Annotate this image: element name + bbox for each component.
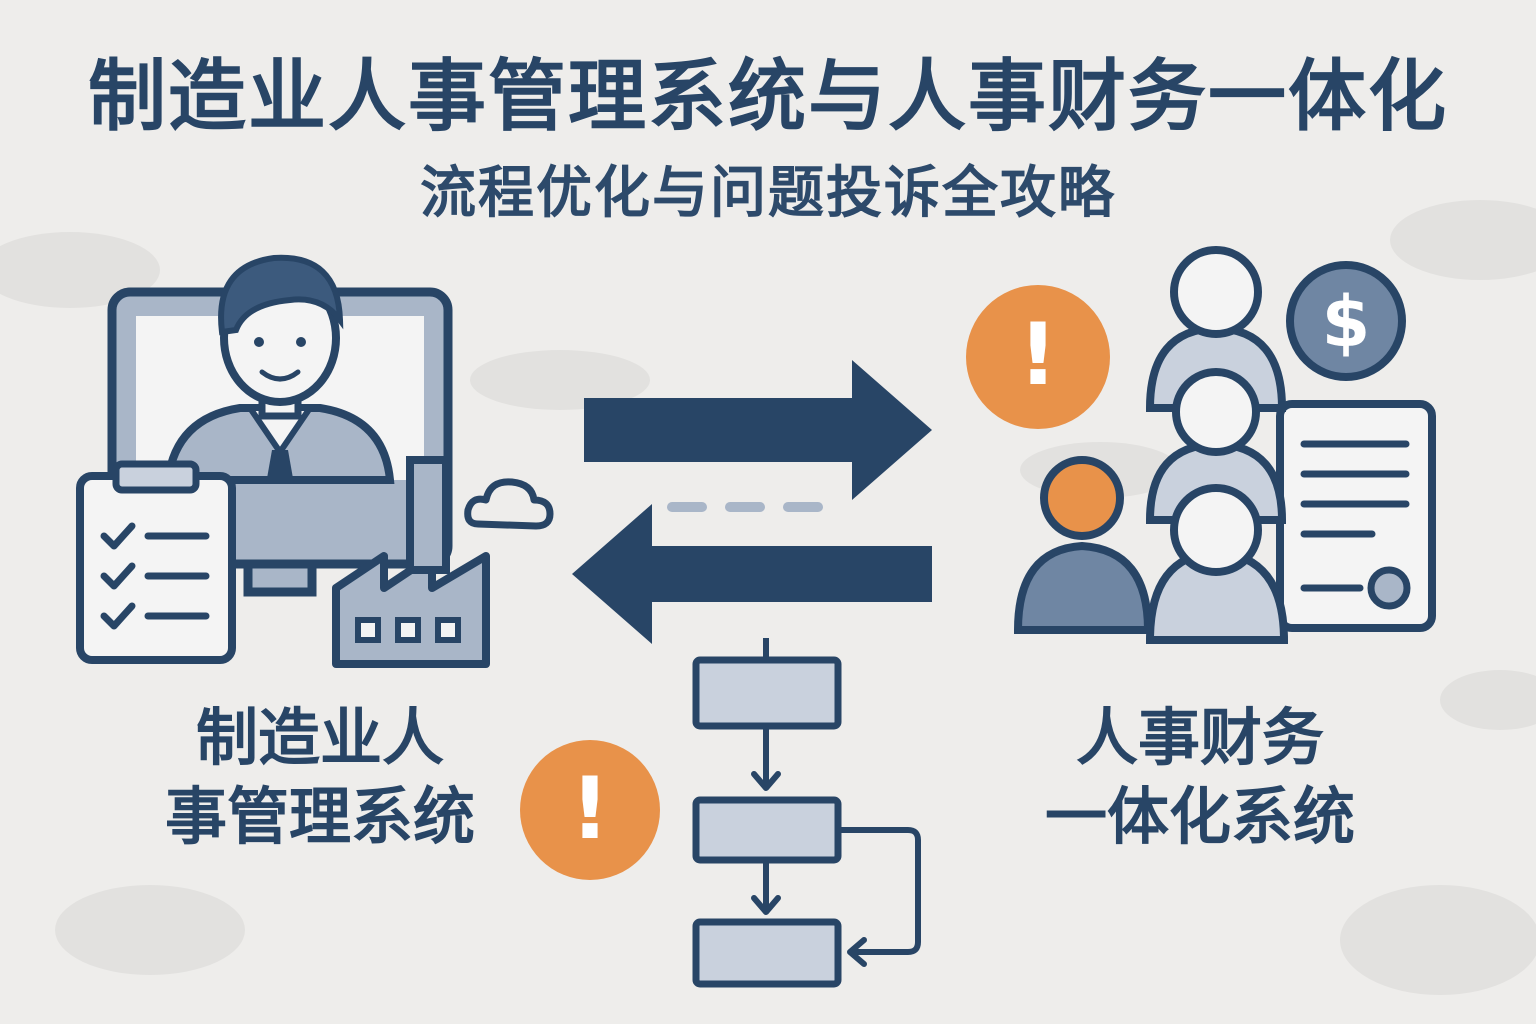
flow-loop-arrow [838, 827, 921, 955]
document-icon [1276, 400, 1436, 632]
staff-avatar-icon-4 [1145, 484, 1289, 644]
flow-step-3 [692, 918, 842, 988]
sync-arrows [572, 360, 932, 644]
arrow-left-icon [572, 504, 932, 644]
hr-finance-label-line2: 一体化系统 [1044, 780, 1355, 854]
cloud-icon [464, 478, 554, 530]
hr-system-label-line1: 制造业人 [195, 701, 444, 774]
factory-icon [332, 456, 490, 668]
staff-avatar-icon-3 [1013, 456, 1153, 634]
employee-avatar-icon [163, 254, 395, 484]
hr-system-illustration [76, 254, 554, 668]
hr-finance-illustration: $ [1013, 246, 1436, 644]
dollar-coin-icon: $ [1286, 261, 1406, 381]
svg-text:$: $ [1322, 281, 1371, 363]
hr-system-label: 制造业人 事管理系统 [120, 698, 520, 857]
flow-step-2 [692, 796, 842, 864]
arrow-right-icon [584, 360, 932, 500]
hr-system-label-line2: 事管理系统 [164, 780, 475, 854]
alert-icon-top: ! [966, 285, 1110, 429]
svg-text:!: ! [570, 759, 609, 859]
svg-text:!: ! [1018, 305, 1057, 405]
flow-step-1 [692, 656, 842, 730]
checklist-clipboard-icon [76, 460, 236, 664]
page-title: 制造业人事管理系统与人事财务一体化 [87, 52, 1448, 142]
hr-finance-label-line1: 人事财务 [1075, 701, 1324, 774]
hr-finance-label: 人事财务 一体化系统 [1000, 698, 1400, 857]
page-subtitle: 流程优化与问题投诉全攻略 [420, 161, 1116, 226]
process-flowchart [692, 638, 921, 988]
alert-icon-bottom: ! [520, 740, 660, 880]
